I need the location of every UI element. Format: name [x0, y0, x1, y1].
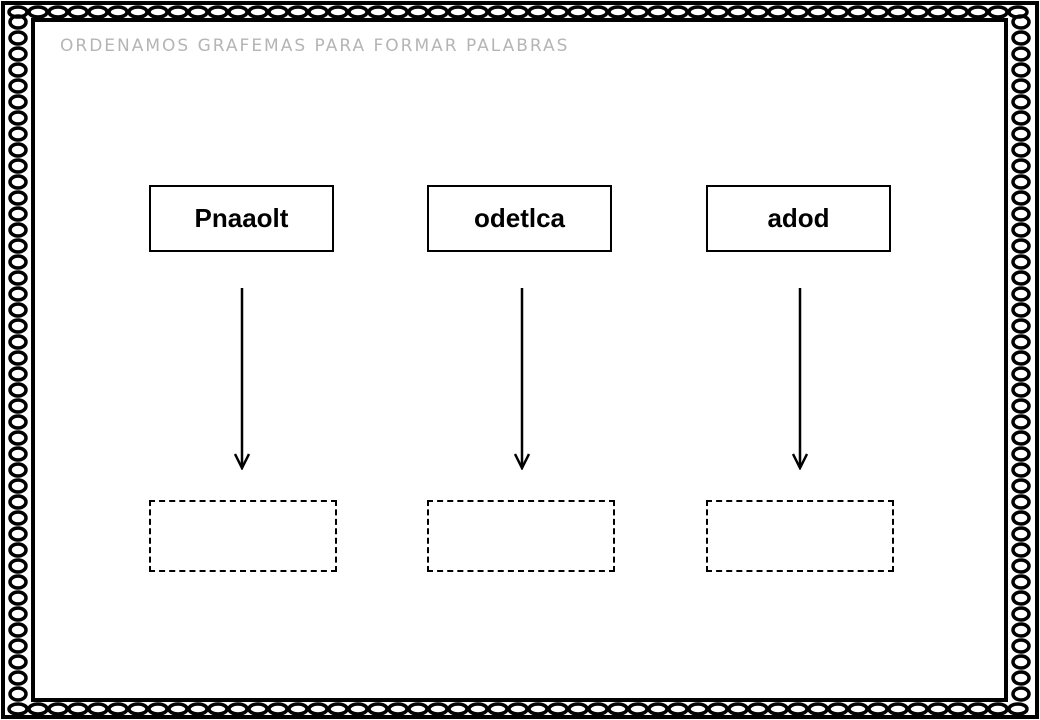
- answer-box-3[interactable]: [706, 500, 894, 572]
- arrow-down-icon: [513, 288, 531, 470]
- scrambled-word-box-2: odetlca: [427, 185, 612, 252]
- answer-box-2[interactable]: [427, 500, 615, 572]
- scrambled-word-box-3: adod: [706, 185, 891, 252]
- arrow-down-icon: [791, 288, 809, 470]
- answer-box-1[interactable]: [149, 500, 337, 572]
- scrambled-word-box-1: Pnaaolt: [149, 185, 334, 252]
- arrow-down-icon: [233, 288, 251, 470]
- worksheet-title: ORDENAMOS GRAFEMAS PARA FORMAR PALABRAS: [60, 36, 570, 56]
